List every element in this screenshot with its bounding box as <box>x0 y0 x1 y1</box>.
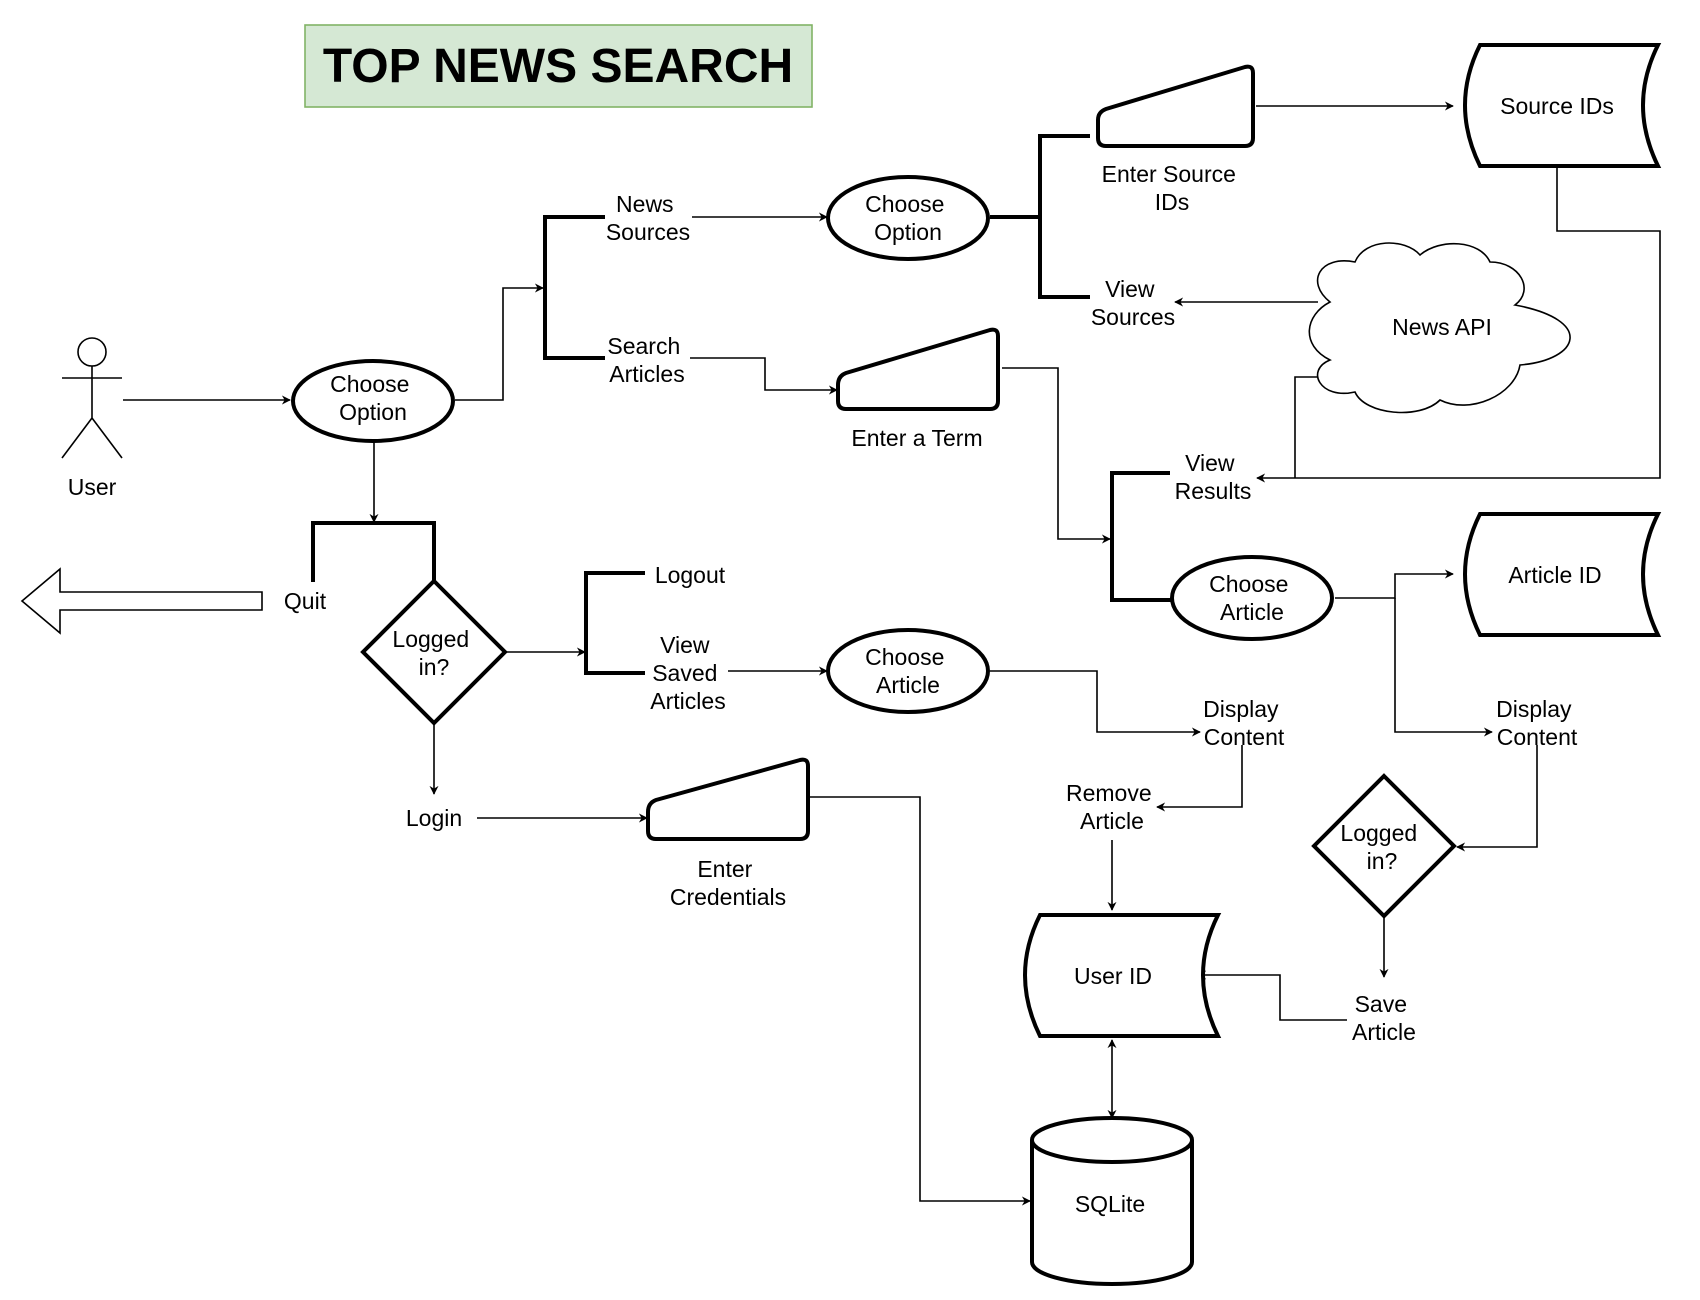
label-source-ids: Source IDs <box>1500 93 1614 119</box>
label-news-api: News API <box>1392 314 1492 340</box>
svg-text:View Saved Articles: View Saved Articles <box>650 632 725 714</box>
edge-choose-article-to-article-id <box>1335 569 1454 599</box>
node-choose-option-sources <box>826 175 990 261</box>
node-logged-in-left <box>360 578 508 726</box>
bracket-logout-view-saved <box>584 571 645 675</box>
edge-choose-article-to-display-content <box>1394 598 1493 737</box>
edge-display-content-to-remove-article <box>1156 745 1243 812</box>
svg-text:View Results: View Results <box>1175 450 1252 504</box>
svg-text:Choose Article: Choose Article <box>865 644 951 698</box>
node-choose-article-saved <box>826 628 990 714</box>
svg-text:Save Article: Save Article <box>1352 991 1416 1045</box>
label-choose-article-saved-1: Choose <box>865 644 944 670</box>
label-choose-option-sources-2: Option <box>874 219 942 245</box>
svg-text:Choose Option: Choose Option <box>865 191 951 245</box>
svg-text:Enter Credentials: Enter Credentials <box>670 856 786 910</box>
node-source-ids-store <box>1463 43 1662 168</box>
label-display-content-right-1: Display <box>1496 696 1572 722</box>
edge-enter-credentials-to-sqlite <box>808 796 1031 1206</box>
node-enter-credentials <box>646 757 810 841</box>
label-choose-option-main-1: Choose <box>330 371 409 397</box>
label-view-sources-1: View <box>1105 276 1155 302</box>
edge-enter-term-to-results <box>1002 367 1111 544</box>
label-news-sources-2: Sources <box>606 219 690 245</box>
node-article-id-store <box>1463 512 1662 637</box>
node-choose-article-results <box>1170 555 1334 641</box>
edge-choose-option-to-branch <box>455 283 544 401</box>
label-choose-article-results-2: Article <box>1220 599 1284 625</box>
user-actor-icon <box>61 337 123 459</box>
svg-text:View Sources: View Sources <box>1091 276 1175 330</box>
node-sqlite-database <box>1030 1116 1194 1286</box>
label-display-content-mid-1: Display <box>1203 696 1279 722</box>
label-logged-in-left-2: in? <box>419 654 450 680</box>
label-display-content-mid-2: Content <box>1204 724 1285 750</box>
label-article-id: Article ID <box>1508 562 1601 588</box>
label-view-saved-1: View <box>660 632 710 658</box>
svg-text:Logged in?: Logged in? <box>392 626 475 680</box>
svg-text:Logged in?: Logged in? <box>1340 820 1423 874</box>
label-view-saved-3: Articles <box>650 688 725 714</box>
edge-save-article-to-user-id <box>1197 970 1347 1021</box>
label-display-content-right-2: Content <box>1497 724 1578 750</box>
node-enter-source-ids <box>1096 64 1255 148</box>
edge-source-ids-to-view-results <box>1256 166 1661 483</box>
label-login: Login <box>406 805 462 831</box>
bracket-enter-view-sources <box>1038 134 1090 299</box>
label-enter-credentials-1: Enter <box>697 856 752 882</box>
bracket-quit-logged-in <box>311 521 436 582</box>
label-logged-in-right-2: in? <box>1367 848 1398 874</box>
edge-display-content-to-logged-in <box>1456 745 1538 852</box>
node-logged-in-right <box>1311 773 1457 919</box>
label-enter-source-ids-2: IDs <box>1155 189 1190 215</box>
label-enter-credentials-2: Credentials <box>670 884 786 910</box>
svg-text:Display Content: Display Content <box>1496 696 1578 750</box>
svg-text:Remove Article: Remove Article <box>1066 780 1158 834</box>
label-quit: Quit <box>284 588 327 614</box>
label-user: User <box>68 474 117 500</box>
bracket-news-search <box>543 215 605 360</box>
label-choose-article-results-1: Choose <box>1209 571 1288 597</box>
node-news-api-cloud <box>1308 242 1571 414</box>
label-save-article-1: Save <box>1355 991 1407 1017</box>
label-remove-article-2: Article <box>1080 808 1144 834</box>
node-enter-term <box>836 327 1000 411</box>
node-choose-option-main <box>291 359 455 443</box>
label-choose-article-saved-2: Article <box>876 672 940 698</box>
label-logged-in-left-1: Logged <box>392 626 469 652</box>
node-user-id-store <box>1023 913 1222 1038</box>
label-news-sources-1: News <box>616 191 674 217</box>
label-view-saved-2: Saved <box>652 660 717 686</box>
svg-text:Display Content: Display Content <box>1203 696 1285 750</box>
label-sqlite: SQLite <box>1075 1191 1145 1217</box>
svg-text:Choose Option: Choose Option <box>330 371 416 425</box>
edge-choose-article-to-display-content-mid <box>990 670 1201 737</box>
label-save-article-2: Article <box>1352 1019 1416 1045</box>
svg-text:News Sources: News Sources <box>606 191 690 245</box>
label-logout: Logout <box>655 562 726 588</box>
label-remove-article-1: Remove <box>1066 780 1152 806</box>
label-enter-term: Enter a Term <box>851 425 982 451</box>
svg-text:Enter Source IDs: Enter Source IDs <box>1102 161 1243 215</box>
label-search-articles-1: Search <box>607 333 680 359</box>
title-box: TOP NEWS SEARCH <box>304 24 813 108</box>
label-choose-option-main-2: Option <box>339 399 407 425</box>
label-enter-source-ids-1: Enter Source <box>1102 161 1236 187</box>
edge-search-articles-to-enter-term <box>690 357 838 395</box>
quit-arrow-icon <box>20 567 263 635</box>
page-title: TOP NEWS SEARCH <box>323 40 793 93</box>
label-search-articles-2: Articles <box>609 361 684 387</box>
label-choose-option-sources-1: Choose <box>865 191 944 217</box>
label-user-id: User ID <box>1074 963 1152 989</box>
label-view-sources-2: Sources <box>1091 304 1175 330</box>
svg-text:Search Articles: Search Articles <box>607 333 686 387</box>
bracket-view-results <box>1110 471 1175 602</box>
label-logged-in-right-1: Logged <box>1340 820 1417 846</box>
svg-text:Choose Article: Choose Article <box>1209 571 1295 625</box>
label-view-results-2: Results <box>1175 478 1252 504</box>
label-view-results-1: View <box>1185 450 1235 476</box>
